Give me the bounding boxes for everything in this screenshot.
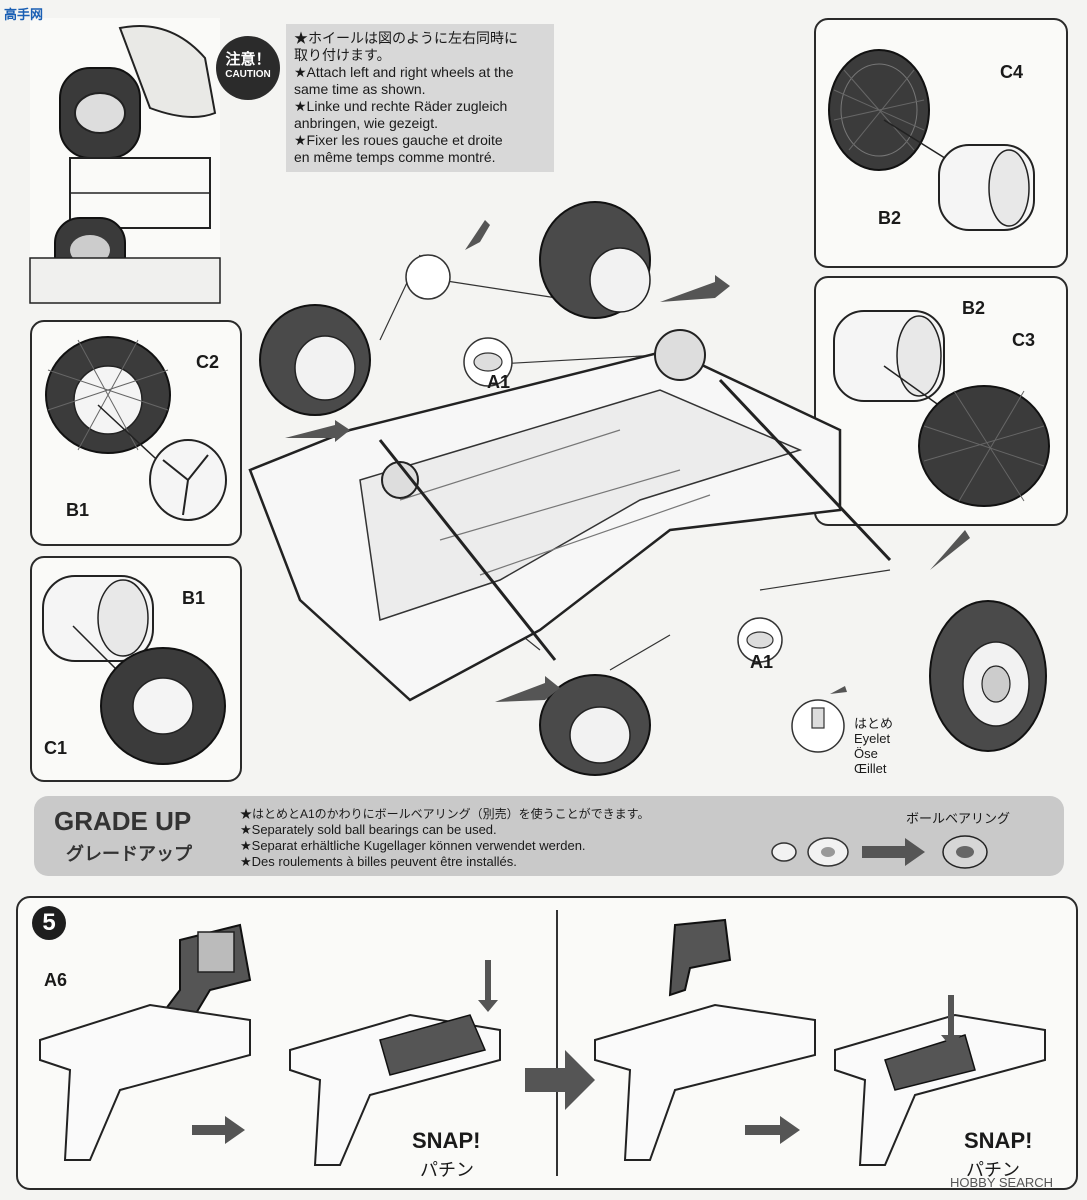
part-label-c3: C3 — [1012, 330, 1036, 350]
snap-label-left: SNAP! — [412, 1128, 481, 1153]
step-5-divider — [556, 910, 558, 1176]
eyelet-label-de: Öse — [854, 746, 878, 761]
caution-line: 取り付けます。 — [294, 47, 391, 63]
tire-c4-illustration — [828, 49, 1035, 231]
caution-badge: 注意！ CAUTION — [216, 36, 280, 100]
chassis-illustration — [248, 201, 970, 776]
grade-up-text: ★はとめとA1のかわりにボールベアリング（別売）を使うことができます。 ★Sep… — [240, 806, 760, 870]
wheel-front-right — [539, 674, 651, 776]
tire-c3-illustration — [833, 310, 1050, 507]
snap-label-left-jp: パチン — [420, 1160, 474, 1180]
part-label-c4: C4 — [1000, 62, 1024, 82]
eyelet-label-fr: Œillet — [854, 761, 887, 776]
part-label-c2: C2 — [196, 352, 220, 372]
part-label-b1-lower: B1 — [182, 588, 206, 608]
caution-line: en même temps comme montré. — [294, 149, 496, 165]
eyelet-illustration — [791, 686, 847, 753]
tire-c1-illustration — [42, 575, 226, 765]
snap-label-right: SNAP! — [964, 1128, 1033, 1153]
watermark-top-left: 高手网 — [4, 7, 44, 22]
wheel-rear-right-illustration — [929, 600, 1047, 752]
eyelet-label-en: Eyelet — [854, 731, 891, 746]
wheel-front-left — [259, 304, 371, 416]
caution-badge-en: CAUTION — [225, 69, 271, 80]
caution-line: ★Linke und rechte Räder zugleich — [294, 98, 508, 114]
bearing-illustration — [771, 835, 988, 869]
step-5-number: 5 — [32, 906, 66, 940]
part-label-a1-top: A1 — [487, 372, 511, 392]
part-label-a1-bottom: A1 — [750, 652, 774, 672]
tire-c2-illustration — [45, 336, 227, 521]
wheel-rear-left — [539, 201, 651, 319]
bearing-label: ボールベアリング — [906, 811, 1011, 826]
part-label-b2-top: B2 — [878, 208, 902, 228]
grade-up-line: ★はとめとA1のかわりにボールベアリング（別売）を使うことができます。 — [240, 807, 650, 821]
caution-line: ★Fixer les roues gauche et droite — [294, 132, 503, 148]
caution-line: ★Attach left and right wheels at the — [294, 64, 514, 80]
grade-up-panel — [34, 796, 1064, 876]
part-label-b1-left: B1 — [66, 500, 90, 520]
watermark-bottom-right: HOBBY SEARCH — [950, 1175, 1054, 1190]
eyelet-label-jp: はとめ — [854, 716, 894, 731]
part-label-b2-mid: B2 — [962, 298, 986, 318]
snap-label-right-jp: パチン — [966, 1160, 1020, 1180]
hand-wheel-illustration — [29, 18, 221, 304]
grade-up-title-jp: グレードアップ — [66, 844, 192, 864]
step5-left-assembly — [39, 923, 501, 1166]
step5-right-assembly — [525, 918, 1046, 1166]
part-label-a6: A6 — [44, 970, 68, 990]
caution-note: ★ホイールは図のように左右同時に 取り付けます。 ★Attach left an… — [286, 24, 554, 172]
grade-up-title: GRADE UP — [54, 806, 192, 836]
grade-up-line: ★Des roulements à billes peuvent être in… — [240, 854, 517, 869]
part-label-c1: C1 — [44, 738, 68, 758]
caution-line: same time as shown. — [294, 81, 426, 97]
eyelet-label: はとめ Eyelet Öse Œillet — [854, 716, 893, 776]
caution-line: ★ホイールは図のように左右同時に — [294, 30, 518, 46]
caution-badge-jp: 注意！ — [225, 51, 271, 68]
caution-line: anbringen, wie gezeigt. — [294, 115, 438, 131]
grade-up-line: ★Separat erhältliche Kugellager können v… — [240, 838, 586, 853]
grade-up-line: ★Separately sold ball bearings can be us… — [240, 822, 497, 837]
